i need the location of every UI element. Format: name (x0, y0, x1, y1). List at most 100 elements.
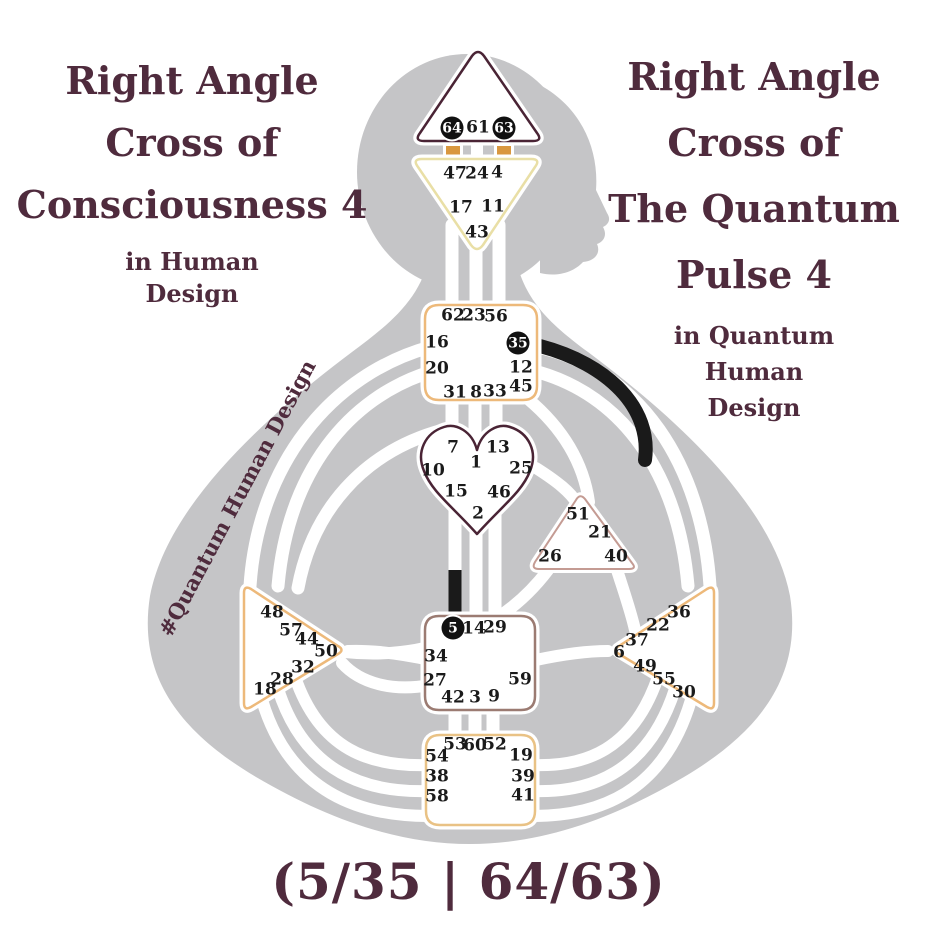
channel-28-38 (272, 683, 434, 798)
gate-24: 24 (465, 163, 489, 184)
gate-7: 7 (447, 437, 459, 458)
gate-43: 43 (465, 222, 489, 243)
gate-32: 32 (291, 657, 315, 678)
gate-31: 31 (443, 382, 467, 403)
gate-58: 58 (425, 786, 449, 807)
title-line: Pulse 4 (676, 252, 832, 297)
gate-17: 17 (449, 197, 473, 218)
gate-29: 29 (483, 617, 507, 638)
gate-35: 35 (506, 331, 530, 355)
gate-50: 50 (314, 641, 338, 662)
channel-27-50 (336, 657, 436, 694)
channel-20-57 (271, 365, 437, 593)
gate-59: 59 (508, 669, 532, 690)
gate-39: 39 (511, 766, 535, 787)
gate-12: 12 (509, 357, 533, 378)
gate-3: 3 (469, 687, 481, 708)
throat-center-border (423, 303, 539, 402)
gate-38: 38 (425, 766, 449, 787)
activation-gate-35 (533, 339, 653, 467)
channel-16-48 (243, 340, 437, 593)
will-center-border (532, 495, 635, 570)
subtitle-line: Design (145, 279, 239, 308)
gate-48: 48 (260, 602, 284, 623)
gate-16: 16 (425, 332, 449, 353)
subtitle-line: Design (707, 393, 801, 422)
gate-10: 10 (421, 460, 445, 481)
gate-46: 46 (487, 482, 511, 503)
gate-1: 1 (470, 452, 482, 473)
gate-61: 61 (466, 117, 490, 138)
gate-28: 28 (270, 669, 294, 690)
sacral-center-border (423, 614, 537, 712)
gate-47: 47 (443, 163, 467, 184)
title-line: The Quantum (608, 186, 900, 231)
gate-64: 64 (440, 116, 464, 140)
subtitle-line: Human (704, 357, 804, 386)
gate-55: 55 (652, 669, 676, 690)
gate-62: 62 (441, 305, 465, 326)
channel-18-58 (256, 694, 434, 822)
channel-30-41 (527, 694, 697, 822)
title-line: Cross of (667, 120, 841, 165)
gate-22: 22 (646, 615, 670, 636)
channel-45-21 (522, 393, 595, 508)
gate-54: 54 (425, 746, 449, 767)
channel-59-6 (530, 645, 614, 666)
ajna-center-border (414, 157, 539, 251)
title-line: Right Angle (627, 54, 881, 99)
gate-6: 6 (613, 642, 625, 663)
gate-44: 44 (295, 629, 319, 650)
gate-42: 42 (441, 687, 465, 708)
gate-60: 60 (463, 735, 487, 756)
channel-32-54 (289, 671, 434, 772)
gate-49: 49 (633, 656, 657, 677)
gate-5: 5 (441, 616, 465, 640)
g-center-border (419, 424, 535, 536)
gate-21: 21 (588, 522, 612, 543)
cross-notation: (5/35 | 64/63) (271, 852, 666, 911)
gate-9: 9 (488, 686, 500, 707)
gate-8: 8 (470, 382, 482, 403)
gate-63: 63 (492, 116, 516, 140)
gate-27: 27 (423, 670, 447, 691)
gate-56: 56 (484, 306, 508, 327)
gate-23: 23 (462, 305, 486, 326)
channel-10-57 (291, 423, 450, 595)
gate-36: 36 (667, 602, 691, 623)
silhouette-face-profile (540, 85, 610, 275)
gate-57: 57 (279, 620, 303, 641)
gate-51: 51 (566, 504, 590, 525)
channel-40-37 (611, 564, 641, 636)
channel-55-39 (527, 683, 681, 798)
solar-plexus-center-border (614, 586, 716, 710)
gate-26: 26 (538, 546, 562, 567)
gate-13: 13 (486, 437, 510, 458)
title-line: Cross of (105, 120, 279, 165)
root-center-border (424, 733, 537, 827)
gate-2: 2 (472, 503, 484, 524)
spleen-center-border (242, 586, 343, 710)
gate-40: 40 (604, 546, 628, 567)
gate-18: 18 (253, 679, 277, 700)
title-line: Right Angle (65, 58, 319, 103)
subtitle-line: in Human (125, 247, 259, 276)
subtitle-line: in Quantum (673, 321, 835, 350)
gate-14: 14 (462, 618, 486, 639)
gate-34: 34 (424, 646, 448, 667)
title-line: Consciousness 4 (16, 182, 368, 227)
gate-19: 19 (509, 745, 533, 766)
gate-11: 11 (481, 196, 505, 217)
gate-45: 45 (509, 376, 533, 397)
gate-25: 25 (509, 458, 533, 479)
gate-4: 4 (491, 162, 503, 183)
gate-52: 52 (483, 734, 507, 755)
gate-15: 15 (444, 481, 468, 502)
